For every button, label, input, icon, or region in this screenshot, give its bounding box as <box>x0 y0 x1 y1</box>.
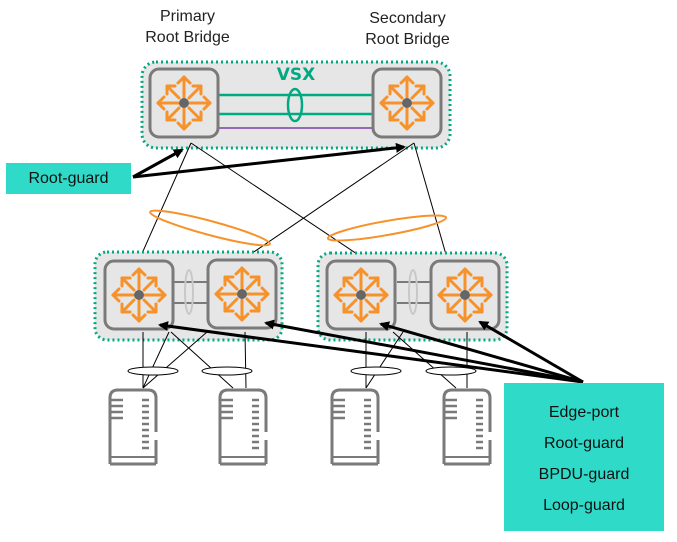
root-guard-callout: Root-guard <box>6 163 131 194</box>
access-switch-icon <box>103 259 175 331</box>
access-feature-arrow <box>158 321 584 384</box>
access-switch-icon <box>206 258 278 330</box>
primary-label-line-1: Primary <box>159 8 216 25</box>
access-pair-2 <box>316 251 509 342</box>
primary-label-line-2: Root Bridge <box>145 29 230 46</box>
root-guard-callout-text: Root-guard <box>28 170 109 187</box>
root-guard-arrows <box>132 142 406 179</box>
server-lag-rings <box>127 366 477 376</box>
uplinks <box>139 142 448 259</box>
downlink <box>244 331 247 389</box>
server-icon <box>330 388 380 466</box>
root-guard-arrow-secondary <box>132 142 406 179</box>
isl-lag-ring <box>408 269 418 315</box>
access-feature-arrow <box>478 320 584 384</box>
access-feature-arrows <box>158 319 584 384</box>
server-lag-ring <box>425 366 477 376</box>
primary-root-bridge-switch-icon <box>148 67 220 139</box>
access-features-callout: Edge-port Root-guard BPDU-guard Loop-gua… <box>504 383 664 531</box>
downlinks <box>142 331 468 389</box>
server-lag-ring <box>350 366 402 376</box>
feature-bpdu-guard: BPDU-guard <box>538 466 630 483</box>
primary-root-bridge-label: Primary Root Bridge <box>130 6 245 48</box>
uplink <box>244 142 415 259</box>
feature-edge-port: Edge-port <box>548 404 620 421</box>
access-switch-icon <box>325 259 397 331</box>
downlink <box>170 331 234 389</box>
core-vsx-group: VSX <box>140 60 452 150</box>
server-lag-ring <box>127 366 179 376</box>
server-icon <box>108 388 158 466</box>
secondary-root-bridge-label: Secondary Root Bridge <box>350 8 465 50</box>
server-icon <box>442 388 492 466</box>
downlink <box>142 331 170 389</box>
uplink <box>139 142 192 259</box>
uplink <box>190 142 364 259</box>
feature-loop-guard: Loop-guard <box>543 497 625 514</box>
access-switch-icon <box>429 259 501 331</box>
uplink <box>413 142 448 259</box>
vsx-lag-ring <box>286 87 304 123</box>
server-icon <box>218 388 268 466</box>
vsx-label: VSX <box>277 65 316 85</box>
uplink-lag-ring-right <box>326 214 448 242</box>
access-feature-arrow <box>379 321 584 384</box>
downlink <box>365 331 404 389</box>
server-lag-ring <box>201 366 253 376</box>
secondary-label-line-1: Secondary <box>369 10 446 27</box>
secondary-label-line-2: Root Bridge <box>365 31 450 48</box>
access-feature-arrow <box>264 319 584 384</box>
isl-lag-ring <box>184 269 194 315</box>
secondary-root-bridge-switch-icon <box>371 67 443 139</box>
access-pair-1 <box>93 250 284 342</box>
uplink-lag-ring-left <box>149 209 271 247</box>
downlink <box>142 331 208 389</box>
feature-root-guard: Root-guard <box>543 435 625 452</box>
root-guard-arrow-primary <box>132 148 184 179</box>
